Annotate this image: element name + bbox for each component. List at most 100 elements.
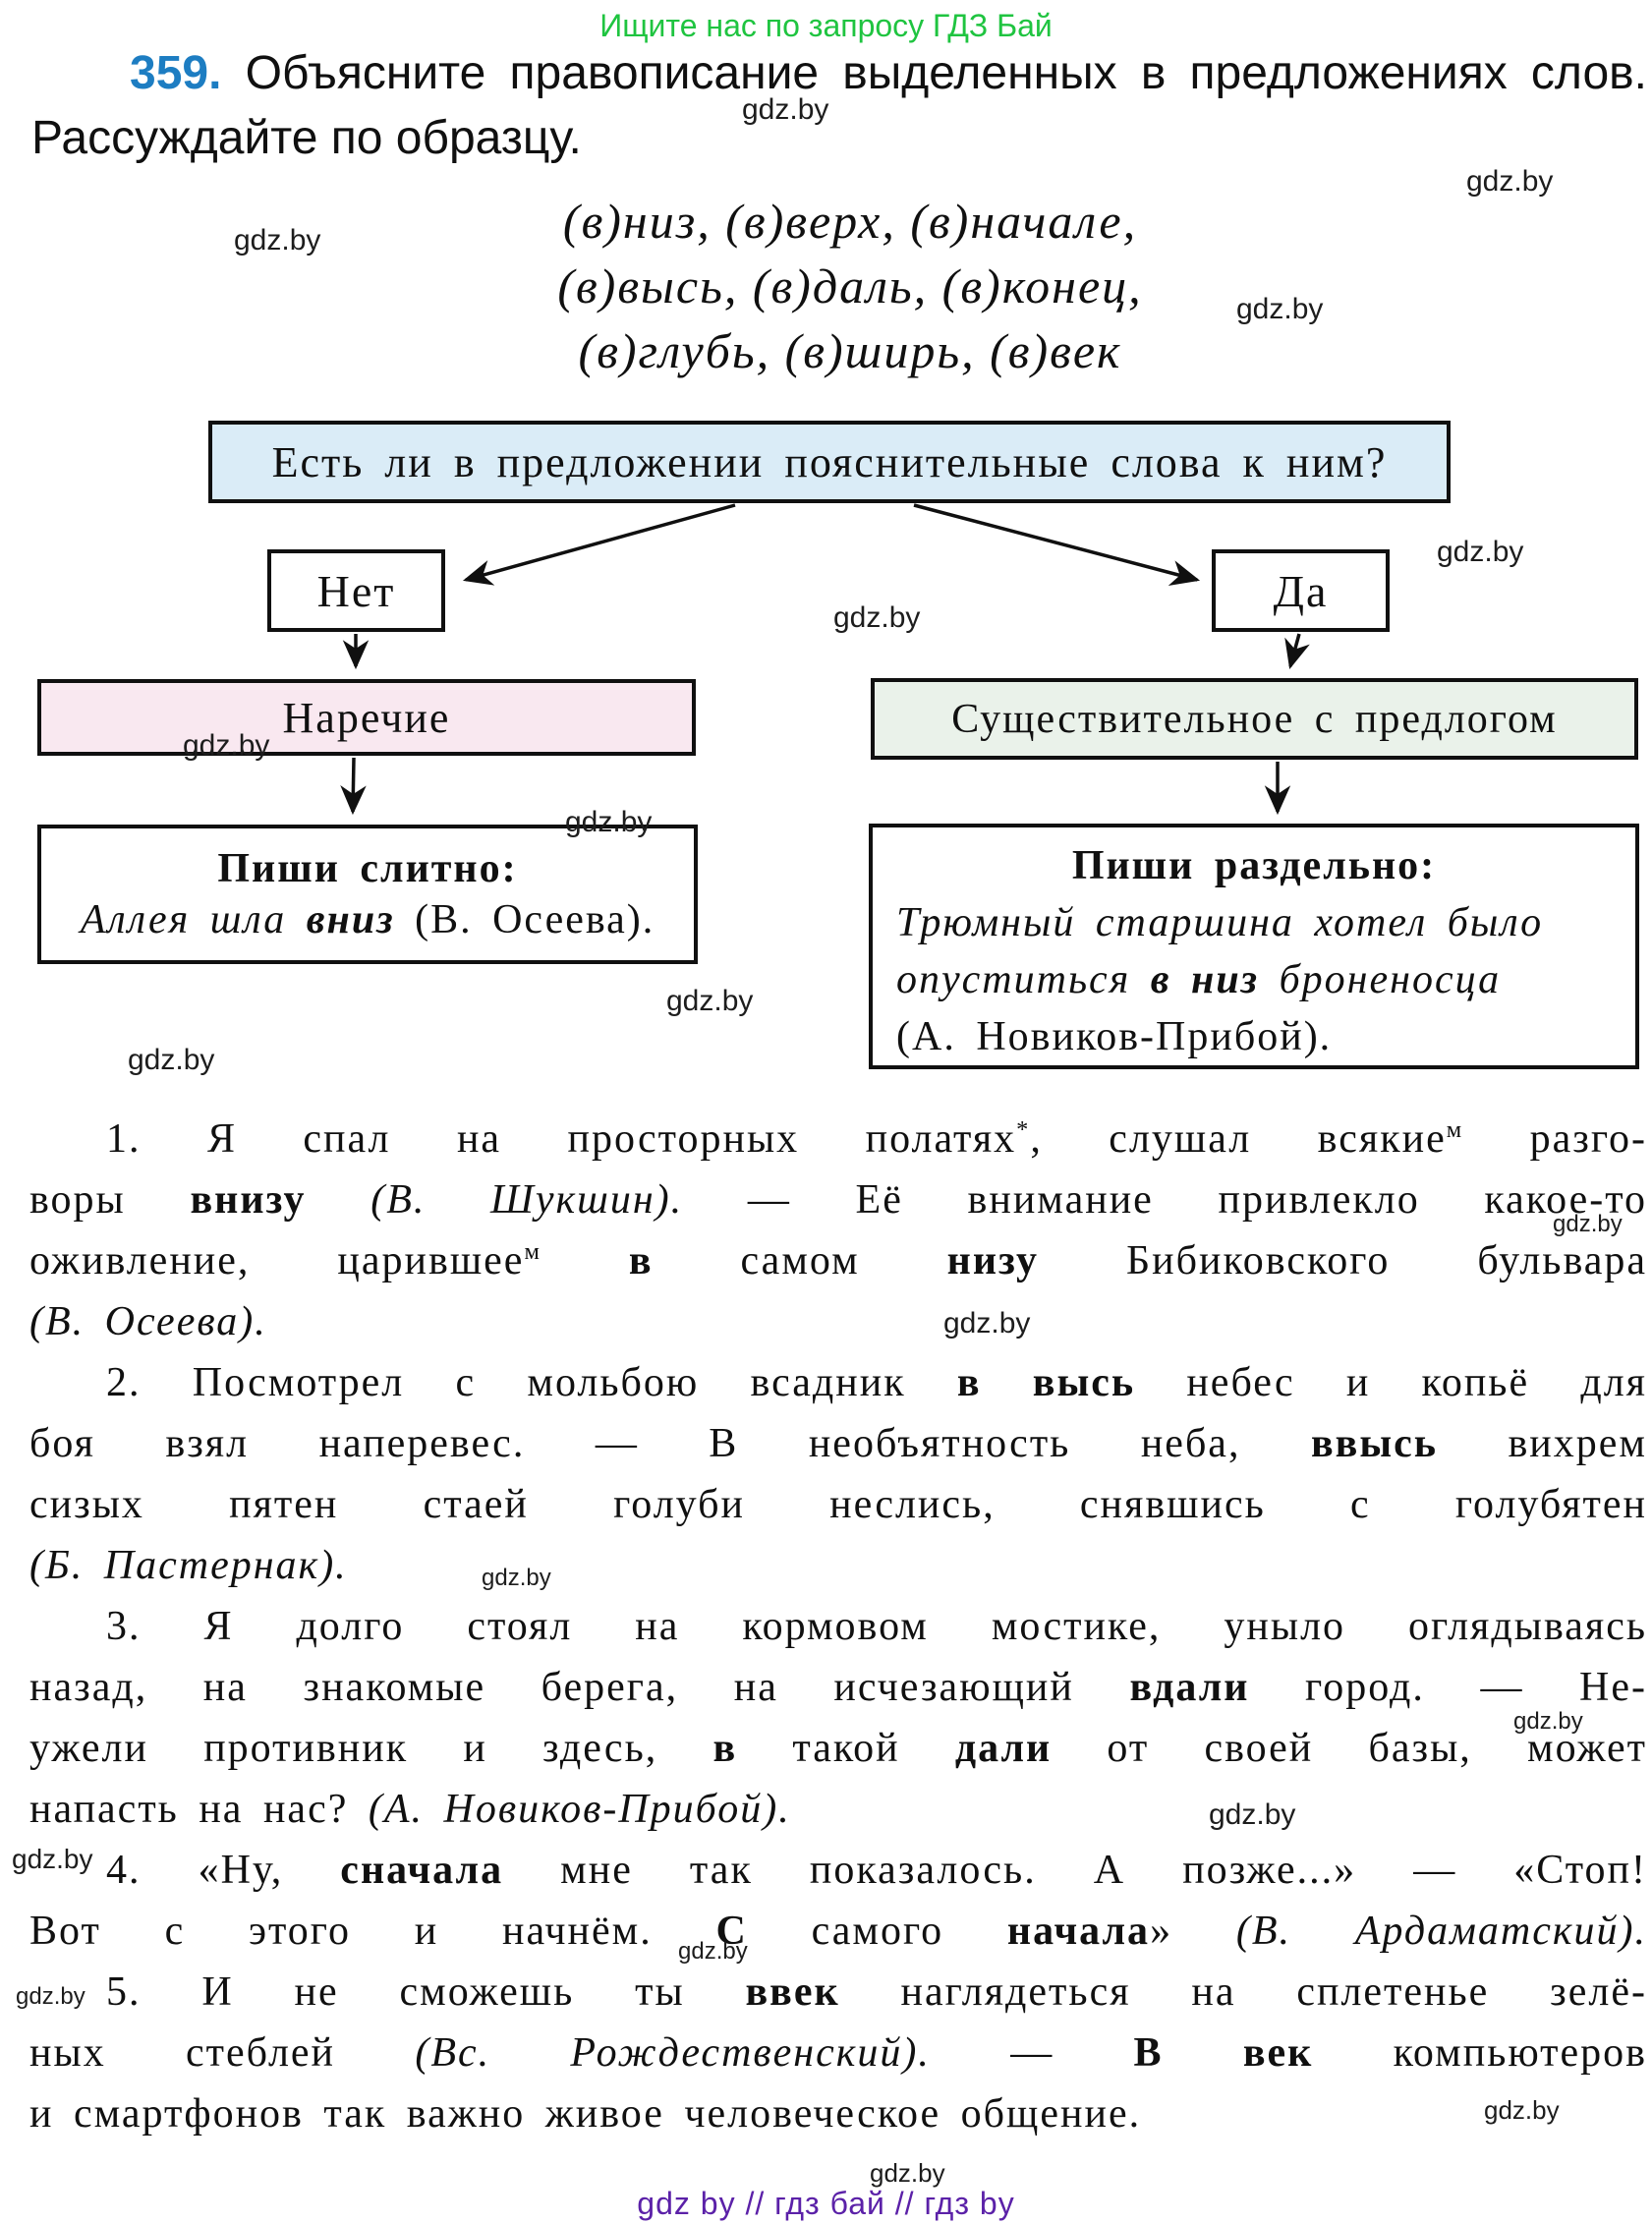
arrow-yes-to-noun — [1284, 633, 1310, 670]
text-segment: и смартфонов так важно живое человеческо… — [29, 2091, 1142, 2137]
text-segment: начала — [1006, 1909, 1151, 1954]
sentence-5-line-2: ных стеблей (Вс. Рождественский). — В ве… — [29, 2023, 1647, 2083]
task-line-2: Рассуждайте по образцу. — [31, 106, 1647, 171]
write-separately-line-3: (А. Новиков-Прибой). — [896, 1008, 1612, 1065]
text-segment: самом — [653, 1238, 947, 1283]
text-segment: броненосца — [1259, 957, 1502, 1002]
text-segment: 2. Посмотрел с мольбою всадник — [106, 1360, 957, 1405]
text-segment: в — [628, 1238, 654, 1283]
text-segment: Объясните правописание выделенных в пред… — [221, 47, 1647, 99]
text-segment: (В. Осеева). — [29, 1299, 267, 1344]
text-segment: город. — Не- — [1249, 1665, 1647, 1710]
sentence-4-line-1: 4. «Ну, сначала мне так показалось. А по… — [29, 1840, 1647, 1901]
text-segment: Бибиковского бульвара — [1039, 1238, 1647, 1283]
text-segment: оживление, царившее — [29, 1238, 525, 1283]
footer-text: gdz by // гдз бай // гдз by — [637, 2186, 1015, 2221]
gdz-watermark: gdz.by — [1437, 536, 1524, 568]
text-segment: воры — [29, 1177, 191, 1223]
text-segment: (А. Новиков-Прибой). — [368, 1787, 791, 1832]
text-segment: Рассуждайте по образцу. — [31, 112, 582, 164]
arrow-adverb-to-slitno — [340, 757, 367, 816]
gdz-watermark: gdz.by — [1209, 1798, 1296, 1831]
text-segment: » — [1150, 1909, 1236, 1954]
text-segment: ввек — [745, 1969, 840, 2015]
text-segment: дали — [954, 1726, 1053, 1771]
word-list-line-1: (в)низ, (в)верх, (в)начале, — [562, 194, 1138, 249]
sentence-1-line-3: оживление, царившеем в самом низу Бибико… — [29, 1230, 1647, 1291]
text-segment: 5. И не сможешь ты — [106, 1969, 746, 2015]
text-segment: (В. Осеева). — [394, 897, 655, 942]
text-segment: напасть на нас? — [29, 1787, 369, 1832]
text-segment: 3. Я долго стоял на кормовом мостике, ун… — [106, 1604, 1647, 1649]
text-segment: Аллея шла — [80, 897, 307, 942]
text-segment: мне так показалось. А позже...» — «Стоп! — [503, 1848, 1647, 1893]
sentence-4: 4. «Ну, сначала мне так показалось. А по… — [29, 1840, 1647, 1962]
text-segment: 359. — [130, 47, 222, 99]
text-segment: Вот с этого и начнём. — [29, 1909, 716, 1954]
text-segment: (А. Новиков-Прибой). — [896, 1014, 1333, 1059]
word-list: (в)низ, (в)верх, (в)начале,(в)высь, (в)д… — [48, 189, 1652, 383]
write-together-title: Пиши слитно: — [217, 846, 518, 891]
gdz-watermark: gdz.by — [666, 985, 754, 1017]
text-segment: от своей базы, может — [1052, 1726, 1647, 1771]
write-separately-line-1: Трюмный старшина хотел было — [896, 894, 1612, 951]
sentence-1: 1. Я спал на просторных полатях*, слушал… — [29, 1109, 1647, 1352]
text-segment: (Вс. Рождественский). — [415, 2030, 931, 2076]
text-segment: 4. «Ну, — [106, 1848, 341, 1893]
sentence-3-line-4: напасть на нас? (А. Новиков-Прибой). — [29, 1779, 1647, 1840]
write-separately-line-2: опуститься в низ броненосца — [896, 951, 1612, 1008]
text-segment: ввысь — [1310, 1421, 1438, 1466]
write-separately-box: Пиши раздельно: Трюмный старшина хотел б… — [869, 824, 1639, 1069]
text-segment: в — [712, 1726, 738, 1771]
gdz-watermark: gdz.by — [742, 93, 829, 126]
text-segment: 1. Я спал на просторных полатях — [106, 1116, 1017, 1162]
text-segment: ужели противник и здесь, — [29, 1726, 713, 1771]
sentence-5-line-3: и смартфонов так важно живое человеческо… — [29, 2083, 1647, 2144]
sentence-2: 2. Посмотрел с мольбою всадник в высь не… — [29, 1352, 1647, 1596]
gdz-watermark: gdz.by — [870, 2158, 945, 2188]
text-segment: вдали — [1129, 1665, 1250, 1710]
text-segment: — Её внимание привлекло какое-то — [683, 1177, 1648, 1223]
sentence-4-line-2: Вот с этого и начнём. С самого начала» (… — [29, 1901, 1647, 1962]
adverb-label: Наречие — [282, 693, 451, 742]
text-segment: В век — [1133, 2030, 1314, 2076]
sentence-3: 3. Я долго стоял на кормовом мостике, ун… — [29, 1596, 1647, 1840]
gdz-watermark: gdz.by — [482, 1565, 551, 1591]
noun-label: Существительное с предлогом — [951, 696, 1558, 742]
text-segment: (Б. Пастернак). — [29, 1543, 348, 1588]
text-segment: в низ — [1150, 957, 1260, 1002]
text-segment: компьютеров — [1313, 2030, 1647, 2076]
text-segment: (В. Шукшин). — [370, 1177, 684, 1223]
adverb-box: Наречие — [37, 679, 696, 756]
write-together-example: Аллея шла вниз (В. Осеева). — [81, 896, 655, 943]
text-segment: внизу — [190, 1177, 307, 1223]
text-segment: наглядеться на сплетенье зелё- — [839, 1969, 1647, 2015]
sentence-2-line-4: (Б. Пастернак). — [29, 1535, 1647, 1596]
text-segment: опуститься — [896, 957, 1151, 1002]
noun-box: Существительное с предлогом — [871, 678, 1638, 760]
text-segment: низу — [946, 1238, 1040, 1283]
write-separately-title: Пиши раздельно: — [1071, 843, 1437, 888]
task-line-1: 359. Объясните правописание выделенных в… — [31, 41, 1647, 106]
sentence-1-line-1: 1. Я спал на просторных полатях*, слушал… — [29, 1109, 1647, 1169]
question-box: Есть ли в предложении пояснительные слов… — [208, 421, 1451, 503]
sentences-block: 1. Я спал на просторных полатях*, слушал… — [29, 1109, 1647, 2144]
sentence-5-line-1: 5. И не сможешь ты ввек наглядеться на с… — [29, 1962, 1647, 2023]
no-box: Нет — [267, 549, 445, 632]
sentence-2-line-1: 2. Посмотрел с мольбою всадник в высь не… — [29, 1352, 1647, 1413]
sentence-5: 5. И не сможешь ты ввек наглядеться на с… — [29, 1962, 1647, 2144]
gdz-watermark: gdz.by — [565, 806, 653, 838]
text-segment: в высь — [956, 1360, 1136, 1405]
text-segment: (В. Ардаматский). — [1235, 1909, 1647, 1954]
yes-box: Да — [1212, 549, 1390, 632]
gdz-watermark: gdz.by — [128, 1044, 215, 1076]
text-segment — [541, 1238, 629, 1283]
text-segment: сизых пятен стаей голуби неслись, снявши… — [29, 1482, 1647, 1527]
text-segment: разго- — [1463, 1116, 1648, 1162]
text-segment: вниз — [306, 897, 395, 942]
gdz-watermark: gdz.by — [833, 601, 921, 634]
gdz-watermark: gdz.by — [1236, 293, 1324, 325]
sentence-3-line-3: ужели противник и здесь, в такой дали от… — [29, 1718, 1647, 1779]
